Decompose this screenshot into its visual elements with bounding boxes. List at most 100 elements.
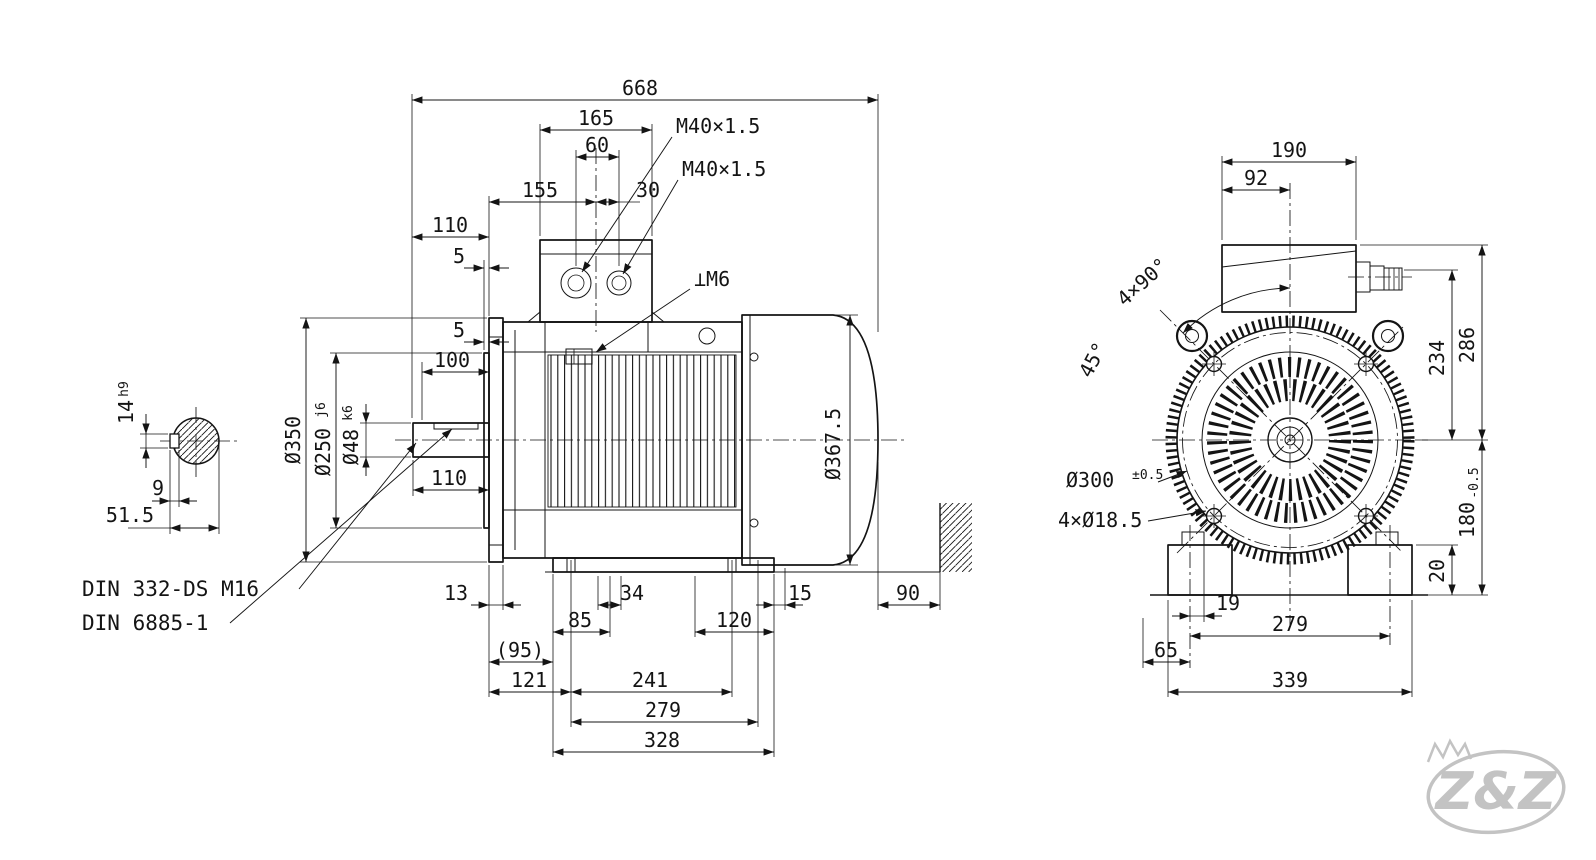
front-view: 190 92 4×90° 45° 286 234 Ø300 ±0.5 4×Ø18…	[1058, 138, 1488, 697]
dim-286: 286	[1455, 327, 1479, 363]
side-view-dimension-texts: 668 165 60 M40×1.5 M40×1.5 155 30 110 5 …	[281, 76, 920, 752]
dim-over-key: 51.5	[106, 503, 154, 527]
earth-thread-label: ⊥M6	[694, 267, 730, 291]
shaft-keyway	[433, 422, 479, 430]
logo-crown-icon	[1426, 738, 1473, 763]
dim-19: 19	[1216, 591, 1240, 615]
dim-15: 15	[788, 581, 812, 605]
logo-text: Z&Z	[1434, 762, 1558, 822]
dim-110-bottom: 110	[431, 466, 467, 490]
dim-279-front: 279	[1272, 612, 1308, 636]
gland-cap	[1383, 267, 1403, 291]
dim-key-depth: 9	[152, 476, 164, 500]
dim-120: 120	[716, 608, 752, 632]
side-view: 668 165 60 M40×1.5 M40×1.5 155 30 110 5 …	[281, 76, 972, 757]
gland1-thread-label: M40×1.5	[676, 114, 760, 138]
dim-shaft-dia-tol: k6	[341, 405, 356, 421]
angle-45-arc	[1182, 284, 1291, 334]
dim-holes: 4×Ø18.5	[1058, 508, 1142, 532]
dim-95: (95)	[496, 638, 544, 662]
dim-241: 241	[632, 668, 668, 692]
front-view-extension-lines	[1142, 156, 1488, 697]
gland1-leader	[581, 136, 673, 273]
cowl-screw-bottom	[749, 518, 759, 528]
dim-30: 30	[636, 178, 660, 202]
dim-total-length: 668	[622, 76, 658, 100]
dim-121: 121	[511, 668, 547, 692]
dim-34: 34	[620, 581, 644, 605]
earth-terminal-boss	[565, 348, 593, 365]
front-view-centerlines	[1152, 183, 1428, 668]
shaft-section-detail: 14 h9 9 51.5 DIN 332-DS M16 DIN 6885-1	[82, 381, 453, 635]
dim-279-side: 279	[645, 698, 681, 722]
dim-155: 155	[522, 178, 558, 202]
cooling-fins	[547, 354, 737, 508]
dim-234: 234	[1425, 340, 1449, 376]
dim-shaft-dia: Ø48	[339, 429, 363, 465]
earth-leader	[595, 288, 691, 353]
dim-92: 92	[1244, 166, 1268, 190]
terminal-box-front	[1221, 244, 1357, 313]
dim-bolt-circle: Ø300	[1066, 468, 1114, 492]
gland2-thread-label: M40×1.5	[682, 157, 766, 181]
cowl-screw-top	[749, 352, 759, 362]
foot-right-boss	[1375, 531, 1399, 546]
side-view-extension-lines	[300, 94, 941, 757]
front-view-outline	[1150, 244, 1428, 596]
dim-60: 60	[585, 133, 609, 157]
gland2-leader	[622, 179, 679, 275]
dim-85: 85	[568, 608, 592, 632]
logo: Z&Z	[1426, 738, 1566, 835]
wall-hatch	[940, 503, 972, 572]
dim-key-width: 14	[114, 400, 138, 424]
foot-right	[1347, 544, 1413, 596]
dim-cowl-dia: Ø367.5	[821, 408, 845, 480]
dim-20: 20	[1425, 559, 1449, 583]
side-view-dimension-lines	[302, 96, 940, 756]
dim-100: 100	[434, 348, 470, 372]
din-key-leader	[229, 428, 453, 624]
din-center-hole-leader	[298, 442, 417, 590]
dim-5-mid: 5	[453, 318, 465, 342]
bolt-circle-leader	[1157, 470, 1188, 483]
gland-nut	[1369, 265, 1385, 291]
feet-side	[552, 557, 775, 573]
dim-4x90: 4×90°	[1112, 253, 1173, 311]
din-center-hole-label: DIN 332-DS M16	[82, 577, 259, 601]
detail-dimension-lines	[142, 414, 219, 532]
key-section	[169, 433, 180, 449]
lifting-eye-side	[698, 327, 716, 345]
logo-ellipse	[1426, 749, 1566, 835]
dim-flange-dia: Ø350	[281, 416, 305, 464]
dim-190: 190	[1271, 138, 1307, 162]
side-view-outline	[412, 239, 972, 573]
bolt-circle-centerline	[1182, 332, 1398, 548]
holes-leader	[1147, 509, 1207, 522]
foot-left-boss	[1181, 531, 1205, 546]
gland-hole-1	[560, 267, 592, 299]
dim-165: 165	[578, 106, 614, 130]
detail-extension-lines	[128, 433, 220, 534]
dim-45deg: 45°	[1074, 338, 1112, 381]
dim-bolt-circle-tol: ±0.5	[1132, 468, 1163, 483]
din-key-label: DIN 6885-1	[82, 611, 208, 635]
dim-spigot-dia-tol: j6	[314, 402, 329, 418]
dim-5-top: 5	[453, 244, 465, 268]
dim-328: 328	[644, 728, 680, 752]
dim-180-tol: -0.5	[1467, 467, 1482, 498]
dim-13: 13	[444, 581, 468, 605]
dim-spigot-dia: Ø250	[311, 428, 335, 476]
dim-110-top: 110	[432, 213, 468, 237]
dim-65: 65	[1154, 638, 1178, 662]
front-view-dimension-lines	[1143, 158, 1486, 696]
dim-339: 339	[1272, 668, 1308, 692]
gland-hole-2	[606, 270, 632, 296]
terminal-box-side	[539, 239, 653, 323]
shaft-section-circle	[172, 417, 220, 465]
dim-180: 180	[1455, 502, 1479, 538]
eyebolt-right	[1371, 319, 1405, 353]
dim-key-width-tol: h9	[117, 381, 132, 397]
dim-90: 90	[896, 581, 920, 605]
